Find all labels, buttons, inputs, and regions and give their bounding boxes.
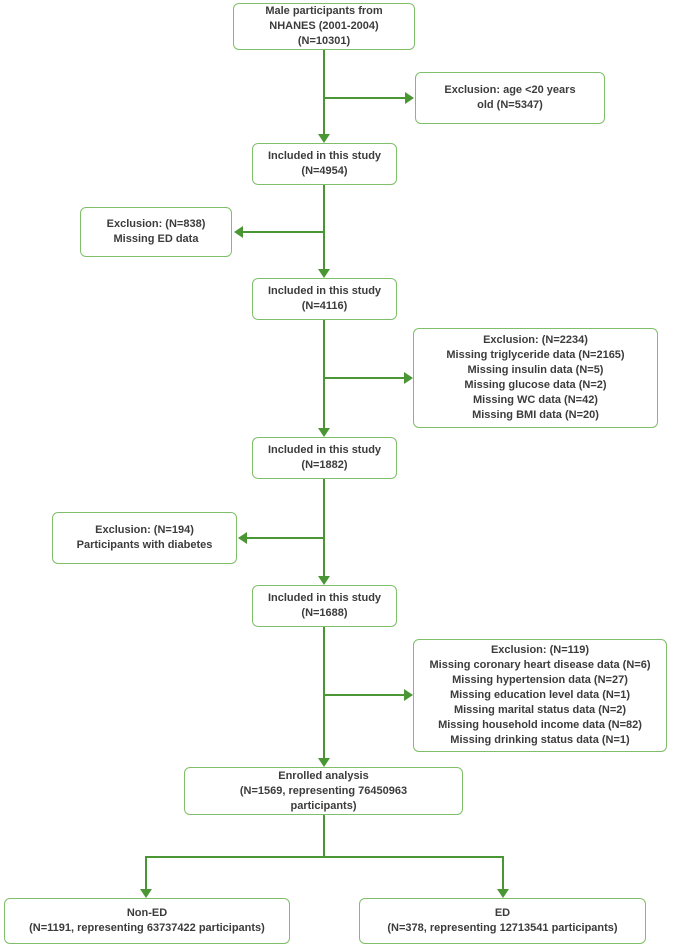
arrowhead-down-enrolled-icon xyxy=(318,758,330,767)
arrowhead-left-exclusion-diabetes-icon xyxy=(238,532,247,544)
arrowhead-down-included-1882-icon xyxy=(318,428,330,437)
branch-to-exclusion-lab-data xyxy=(324,377,404,379)
box-enrolled-analysis: Enrolled analysis (N=1569, representing … xyxy=(184,767,463,815)
branch-to-exclusion-missing-ed xyxy=(243,231,324,233)
arrowhead-right-exclusion-age-icon xyxy=(405,92,414,104)
box-included-1688: Included in this study (N=1688) xyxy=(252,585,397,627)
box-exclusion-lab-data: Exclusion: (N=2234) Missing triglyceride… xyxy=(413,328,658,428)
box-male-participants: Male participants from NHANES (2001-2004… xyxy=(233,3,415,50)
connector-4954-to-4116 xyxy=(323,185,325,269)
box-exclusion-age: Exclusion: age <20 years old (N=5347) xyxy=(415,72,605,124)
box-exclusion-covariates: Exclusion: (N=119) Missing coronary hear… xyxy=(413,639,667,752)
box-non-ed: Non-ED (N=1191, representing 63737422 pa… xyxy=(4,898,290,944)
connector-1882-to-1688 xyxy=(323,479,325,576)
box-exclusion-diabetes: Exclusion: (N=194) Participants with dia… xyxy=(52,512,237,564)
box-included-4116: Included in this study (N=4116) xyxy=(252,278,397,320)
arrowhead-right-exclusion-lab-data-icon xyxy=(404,372,413,384)
connector-enrolled-to-split xyxy=(323,815,325,858)
arrowhead-right-exclusion-covariates-icon xyxy=(404,689,413,701)
box-ed: ED (N=378, representing 12713541 partici… xyxy=(359,898,646,944)
connector-split-to-ed xyxy=(502,856,504,889)
box-exclusion-missing-ed: Exclusion: (N=838) Missing ED data xyxy=(80,207,232,257)
arrowhead-down-non-ed-icon xyxy=(140,889,152,898)
connector-4116-to-1882 xyxy=(323,320,325,428)
box-included-1882: Included in this study (N=1882) xyxy=(252,437,397,479)
split-bar xyxy=(145,856,504,858)
branch-to-exclusion-diabetes xyxy=(247,537,324,539)
arrowhead-down-ed-icon xyxy=(497,889,509,898)
arrowhead-left-exclusion-missing-ed-icon xyxy=(234,226,243,238)
branch-to-exclusion-age xyxy=(324,97,405,99)
connector-1688-to-enrolled xyxy=(323,627,325,758)
arrowhead-down-included-1688-icon xyxy=(318,576,330,585)
connector-male-to-included-4954 xyxy=(323,50,325,134)
arrowhead-down-included-4954-icon xyxy=(318,134,330,143)
box-included-4954: Included in this study (N=4954) xyxy=(252,143,397,185)
arrowhead-down-included-4116-icon xyxy=(318,269,330,278)
connector-split-to-non-ed xyxy=(145,856,147,889)
branch-to-exclusion-covariates xyxy=(324,694,404,696)
